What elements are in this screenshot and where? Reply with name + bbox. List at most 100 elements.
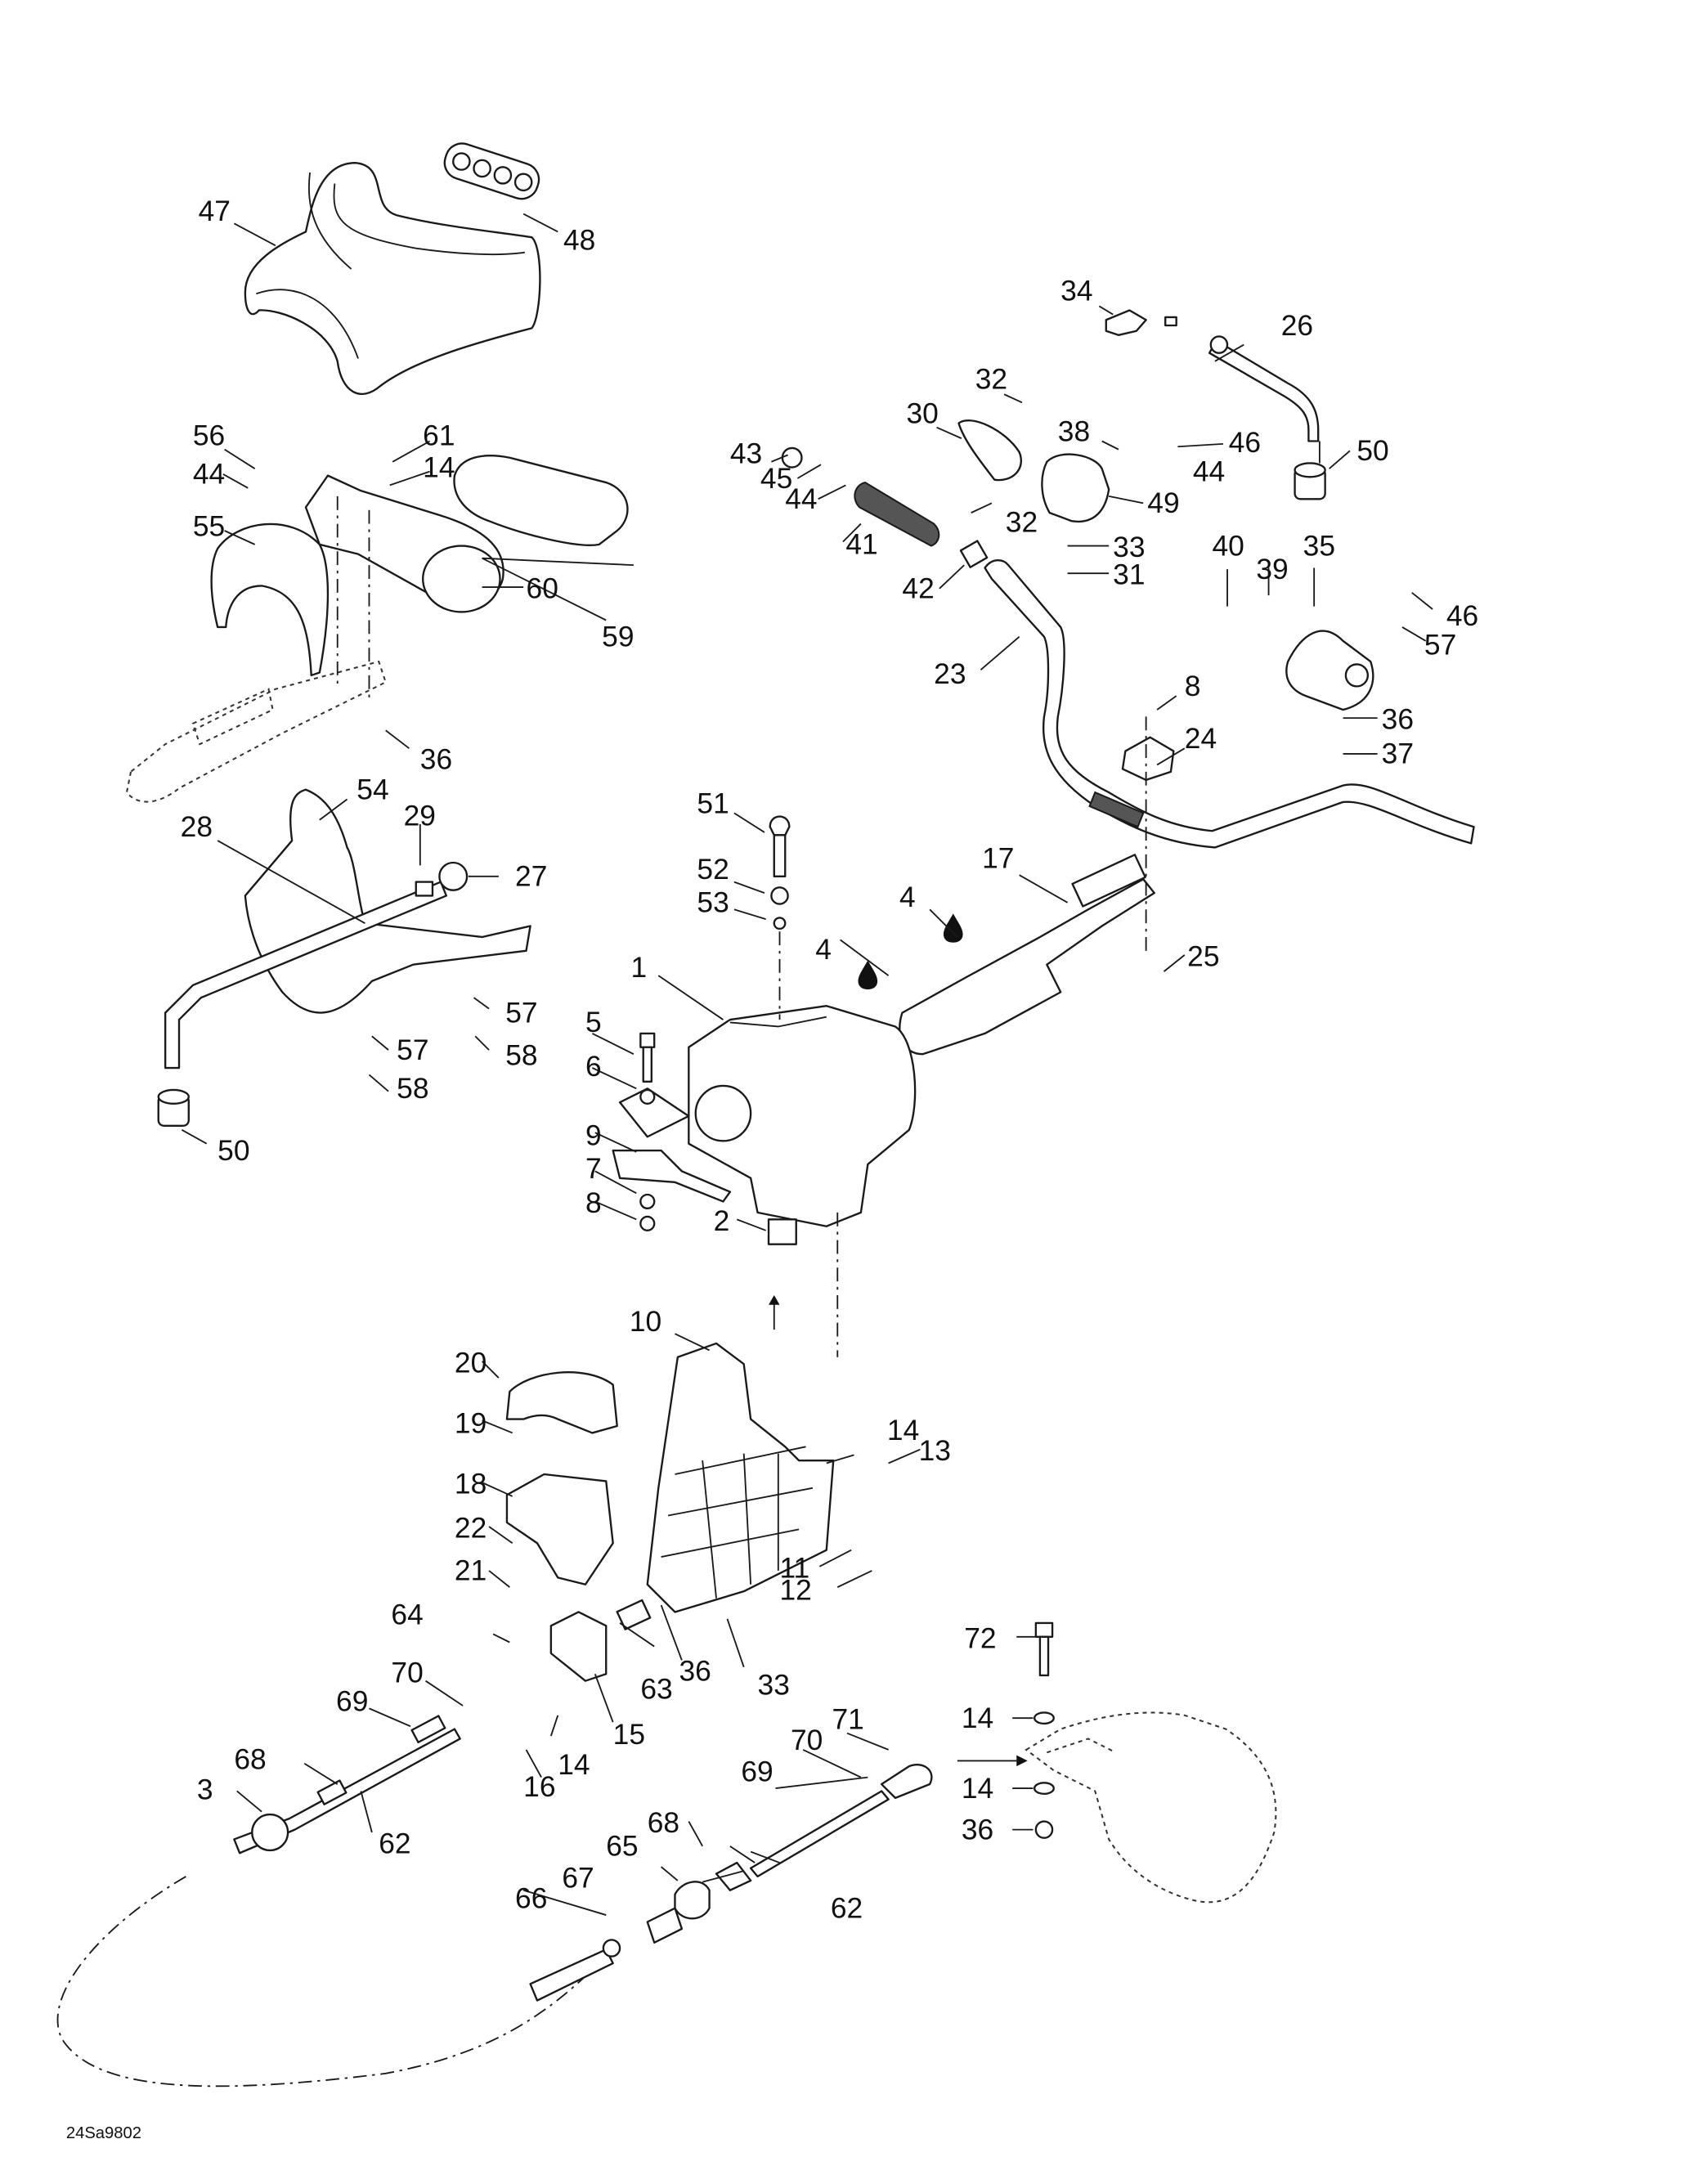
callout-63: 63 (640, 1674, 672, 1706)
part-bushing (157, 462, 1326, 1127)
callout-18: 18 (455, 1469, 487, 1500)
callout-68: 68 (648, 1807, 679, 1839)
callout-31: 31 (1113, 559, 1145, 591)
callout-labels: 47 48 34 26 32 30 38 46 50 43 45 44 44 4… (181, 195, 1479, 1924)
callout-54: 54 (356, 774, 388, 806)
callout-70: 70 (791, 1724, 823, 1756)
callout-4: 4 (899, 881, 916, 913)
callout-66: 66 (515, 1883, 547, 1915)
callout-14: 14 (962, 1773, 993, 1805)
callout-33: 33 (758, 1670, 790, 1702)
callout-57: 57 (505, 997, 537, 1029)
callout-11: 11 (780, 1552, 810, 1584)
grease-drop-icon (943, 913, 963, 943)
part-ghost-handlebar-housing (125, 660, 387, 803)
callout-30: 30 (906, 398, 938, 430)
callout-12: 12 (780, 1574, 812, 1606)
part-decal-plate (443, 142, 540, 200)
part-switch-housing-left (1041, 453, 1110, 523)
callout-68: 68 (234, 1744, 266, 1776)
callout-57: 57 (397, 1034, 428, 1066)
callout-51: 51 (697, 787, 729, 819)
callout-15: 15 (613, 1719, 645, 1751)
callout-69: 69 (741, 1756, 773, 1788)
callout-46: 46 (1446, 600, 1478, 632)
callout-44: 44 (193, 459, 225, 491)
callout-34: 34 (1060, 276, 1092, 307)
part-steering-pad-assembly (304, 455, 629, 613)
callout-36: 36 (962, 1814, 993, 1845)
callout-38: 38 (1058, 416, 1090, 448)
part-upper-clamp (505, 1371, 618, 1434)
part-ghost-nozzle (1025, 1711, 1277, 1904)
part-fasteners-bolt5 (639, 1032, 656, 1231)
callout-10: 10 (630, 1306, 661, 1338)
callout-58: 58 (505, 1040, 537, 1072)
callout-19: 19 (455, 1407, 487, 1439)
callout-22: 22 (455, 1512, 487, 1544)
callout-45: 45 (760, 463, 792, 495)
callout-42: 42 (902, 573, 934, 605)
callout-40: 40 (1212, 530, 1244, 562)
callout-36: 36 (420, 743, 452, 775)
callout-46: 46 (1229, 427, 1261, 459)
callout-28: 28 (181, 811, 213, 843)
callout-21: 21 (455, 1555, 487, 1587)
callout-69: 69 (336, 1686, 368, 1718)
callout-44: 44 (785, 483, 817, 515)
callout-50: 50 (1356, 435, 1388, 467)
callout-36: 36 (1382, 704, 1414, 736)
callout-60: 60 (527, 573, 558, 605)
callout-6: 6 (585, 1051, 602, 1083)
callout-17: 17 (982, 843, 1014, 875)
callout-20: 20 (455, 1347, 487, 1379)
callout-62: 62 (379, 1827, 410, 1859)
callout-1: 1 (631, 952, 648, 984)
part-steering-housing (618, 1005, 917, 1227)
callout-39: 39 (1256, 554, 1288, 585)
callout-43: 43 (730, 437, 762, 469)
part-cable-rod (1164, 316, 1320, 442)
callout-41: 41 (845, 529, 877, 561)
callout-57: 57 (1424, 630, 1456, 661)
callout-27: 27 (515, 861, 547, 893)
callout-56: 56 (193, 420, 225, 452)
part-switch-housing-right (1285, 630, 1374, 711)
callout-8: 8 (1185, 670, 1201, 702)
callout-65: 65 (606, 1831, 638, 1863)
part-handlebar-clamp (1121, 736, 1175, 782)
callout-52: 52 (697, 854, 729, 886)
part-lever-bracket (164, 788, 531, 1070)
reference-code: 24Sa9802 (66, 2124, 141, 2142)
part-bolt72-stack (1033, 1621, 1055, 1839)
callout-35: 35 (1303, 530, 1335, 562)
callout-26: 26 (1281, 310, 1313, 342)
part-steering-cover (244, 162, 541, 395)
callout-7: 7 (585, 1153, 602, 1185)
callout-71: 71 (832, 1704, 864, 1736)
part-block (767, 1218, 797, 1245)
callout-2: 2 (714, 1205, 730, 1237)
callout-25: 25 (1187, 940, 1219, 972)
callout-49: 49 (1147, 487, 1179, 519)
leader-lines (181, 213, 1433, 1916)
part-cable-right (529, 1764, 933, 2002)
part-pin (616, 1599, 652, 1630)
callout-14: 14 (423, 451, 455, 483)
callout-55: 55 (193, 511, 225, 543)
callout-48: 48 (563, 224, 595, 256)
callout-32: 32 (1006, 507, 1038, 539)
part-handle-grip (781, 446, 940, 547)
part-guard (210, 522, 330, 677)
part-plate (612, 1149, 732, 1203)
callout-4: 4 (815, 934, 832, 966)
callout-3: 3 (197, 1774, 213, 1806)
callout-64: 64 (391, 1599, 423, 1631)
part-cable-bracket (549, 1611, 608, 1682)
part-lower-clamp (505, 1473, 614, 1585)
callout-53: 53 (697, 887, 729, 919)
callout-50: 50 (217, 1135, 249, 1167)
part-handlebar (984, 559, 1475, 849)
callout-44: 44 (1193, 455, 1225, 487)
